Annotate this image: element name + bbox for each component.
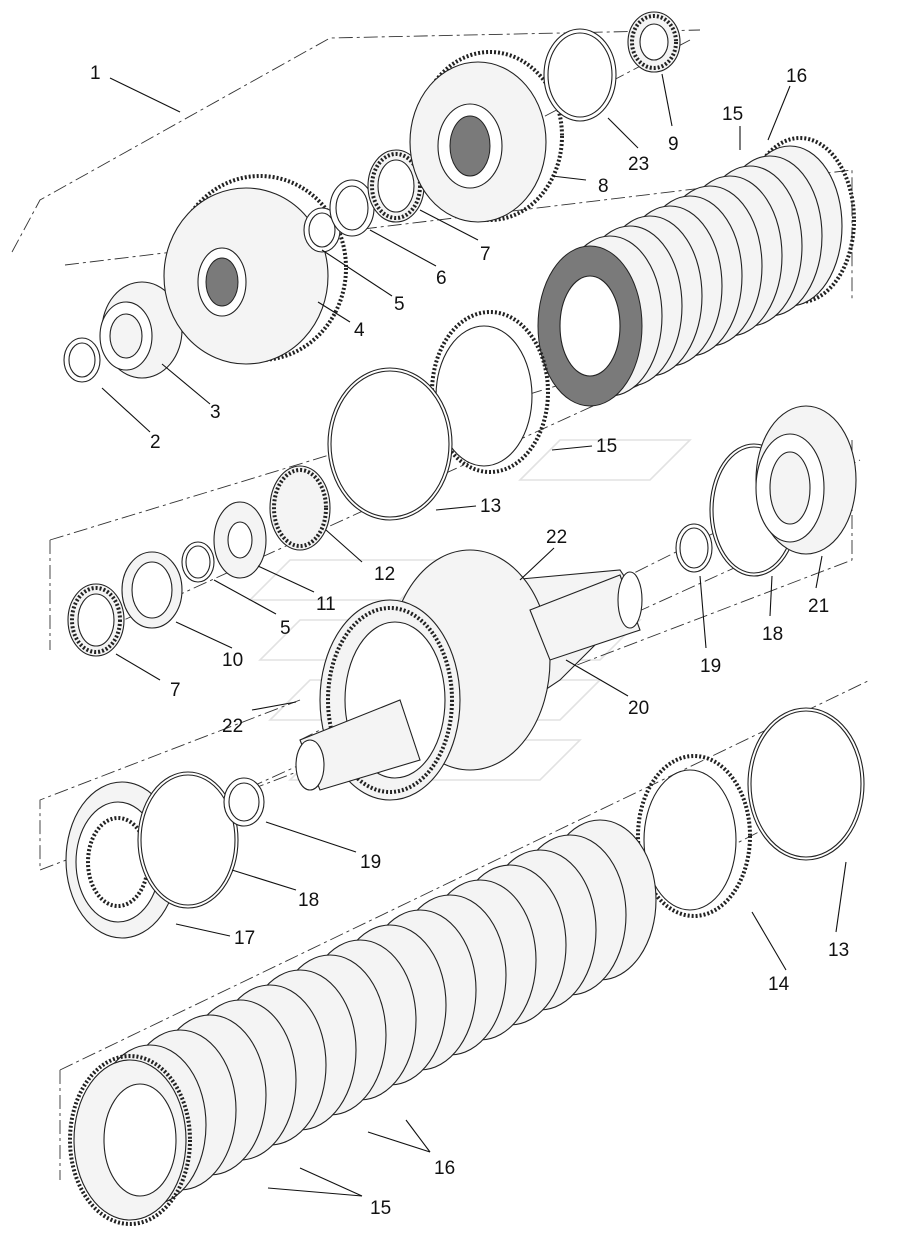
piston-21 <box>755 405 857 555</box>
callout-7-lower: 7 <box>170 680 181 701</box>
callout-21: 21 <box>808 596 829 617</box>
callout-13-lower: 13 <box>828 940 849 961</box>
callout-1: 1 <box>90 63 101 84</box>
callout-4: 4 <box>354 320 365 341</box>
callout-11: 11 <box>316 594 336 615</box>
spring-retainer-11 <box>213 501 267 579</box>
callout-16-upper: 16 <box>786 66 807 87</box>
spring-pack-12 <box>269 465 331 551</box>
callout-5-lower: 5 <box>280 618 291 639</box>
callout-5-upper: 5 <box>394 294 405 315</box>
callout-7-upper: 7 <box>480 244 491 265</box>
callout-23: 23 <box>628 154 649 175</box>
callout-17: 17 <box>234 928 255 949</box>
snap-ring-23 <box>543 28 617 122</box>
gear-4 <box>163 174 348 365</box>
snap-ring-2 <box>63 337 101 383</box>
callout-20: 20 <box>628 698 649 719</box>
callout-19-right: 19 <box>700 656 721 677</box>
thrust-bearing-7-lower <box>67 583 125 657</box>
callout-18-left: 18 <box>298 890 319 911</box>
callout-labels: 1 2 3 4 5 6 7 8 23 9 15 16 15 13 12 11 5… <box>90 63 849 1219</box>
snap-ring-5-lower <box>181 541 215 583</box>
race-10 <box>121 551 183 629</box>
washer-6 <box>329 179 375 237</box>
clutch-drum-shaft-20 <box>295 549 643 801</box>
callout-16-lower: 16 <box>434 1158 455 1179</box>
snap-ring-19-left <box>223 777 265 827</box>
callout-10: 10 <box>222 650 243 671</box>
callout-15-lower: 15 <box>370 1198 391 1219</box>
callout-3: 3 <box>210 402 221 423</box>
snap-ring-13-upper <box>327 367 453 521</box>
callout-6: 6 <box>436 268 447 289</box>
needle-bearing-9 <box>627 11 681 73</box>
snap-ring-5-upper <box>303 207 341 253</box>
callout-15-mid: 15 <box>596 436 617 457</box>
callout-9: 9 <box>668 134 679 155</box>
plate-14 <box>636 754 752 918</box>
callout-15-upper: 15 <box>722 104 743 125</box>
leader-lines <box>101 73 847 1197</box>
thrust-bearing-7-upper <box>367 149 425 223</box>
seal-ring-18-left <box>137 771 239 909</box>
callout-12: 12 <box>374 564 395 585</box>
snap-ring-13-lower <box>747 707 865 861</box>
callout-22-upper: 22 <box>546 527 567 548</box>
callout-13-upper: 13 <box>480 496 501 517</box>
gear-8 <box>409 50 564 223</box>
bearing-3 <box>99 281 183 379</box>
callout-18-right: 18 <box>762 624 783 645</box>
callout-19-left: 19 <box>360 852 381 873</box>
clutch-pack-upper <box>537 136 856 407</box>
callout-8: 8 <box>598 176 609 197</box>
snap-ring-19-right <box>675 523 713 573</box>
callout-22-lower: 22 <box>222 716 243 737</box>
callout-14: 14 <box>768 974 790 995</box>
clutch-pack-lower <box>68 819 657 1226</box>
callout-2: 2 <box>150 432 161 453</box>
